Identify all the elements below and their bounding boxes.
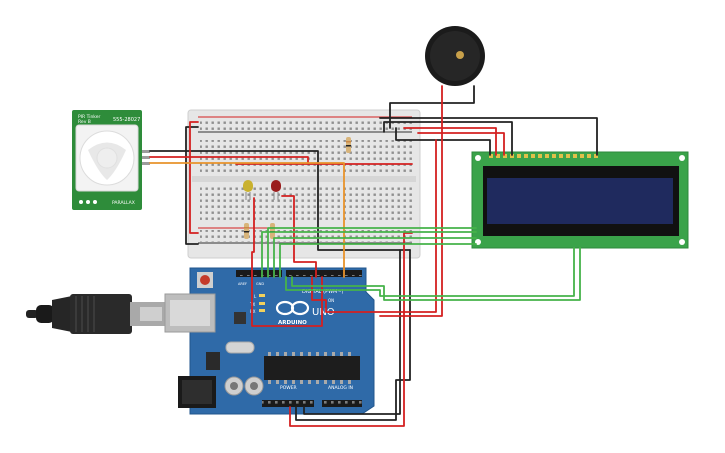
lcd-display [471, 151, 689, 249]
wire-red-lcd-2 [417, 132, 505, 156]
wires [149, 85, 598, 427]
yellow-led [243, 180, 253, 200]
led-on-label: ON [328, 298, 334, 303]
wire-black-lcd-1 [379, 117, 598, 156]
pir-brand-label: PIR Tinker [78, 114, 101, 120]
resistor-2 [270, 223, 275, 239]
power-header-label: POWER [280, 385, 297, 391]
wire-black-rail [185, 126, 199, 245]
led-l-label: L [254, 294, 257, 299]
usb-cable [26, 294, 166, 334]
wire-green-2 [267, 227, 477, 278]
wire-red-pir [149, 156, 309, 165]
pir-part-label: 555-28027 [113, 117, 140, 123]
wire-red-ard-right [311, 139, 437, 313]
pir-rev-label: Rev B [78, 119, 91, 125]
wire-green-5 [285, 247, 575, 297]
wire-red-5v [289, 232, 413, 427]
wire-red-lcd-1 [403, 127, 497, 156]
arduino-logo: ARDUINO UNO [275, 300, 335, 326]
wire-black-lcd-2 [295, 249, 411, 421]
wire-orange-pir [149, 162, 345, 278]
resistor-3 [346, 137, 351, 153]
piezo-buzzer [425, 26, 485, 86]
pir-parallax-label: PARALLAX [112, 200, 135, 206]
wire-red-buzzer [379, 85, 443, 317]
resistor-1 [244, 223, 249, 239]
wire-red-led-2 [281, 195, 317, 278]
wire-green-1 [261, 231, 477, 278]
breadboard [187, 109, 421, 259]
pir-sensor: PIR Tinker Rev B 555-28027 PARALLAX [72, 110, 150, 210]
wire-green-4 [279, 243, 477, 278]
wire-black-lcd-4 [395, 127, 491, 156]
arduino-brand-label: ARDUINO [278, 320, 307, 326]
wire-black-pir [149, 150, 411, 251]
analog-header-label: ANALOG IN [328, 385, 353, 391]
wire-red-rail [189, 121, 199, 234]
wire-black-arduino [303, 249, 401, 415]
wire-green-3 [273, 237, 477, 278]
wire-red-led [251, 197, 323, 327]
wire-black-lcd-3 [383, 121, 513, 156]
arduino-uno-label: UNO [312, 307, 335, 318]
wire-black-buzzer [389, 85, 475, 129]
aref-label: AREF [238, 282, 247, 286]
wire-green-6 [291, 247, 581, 301]
gnd-label: GND [256, 282, 264, 286]
red-led [271, 180, 281, 200]
